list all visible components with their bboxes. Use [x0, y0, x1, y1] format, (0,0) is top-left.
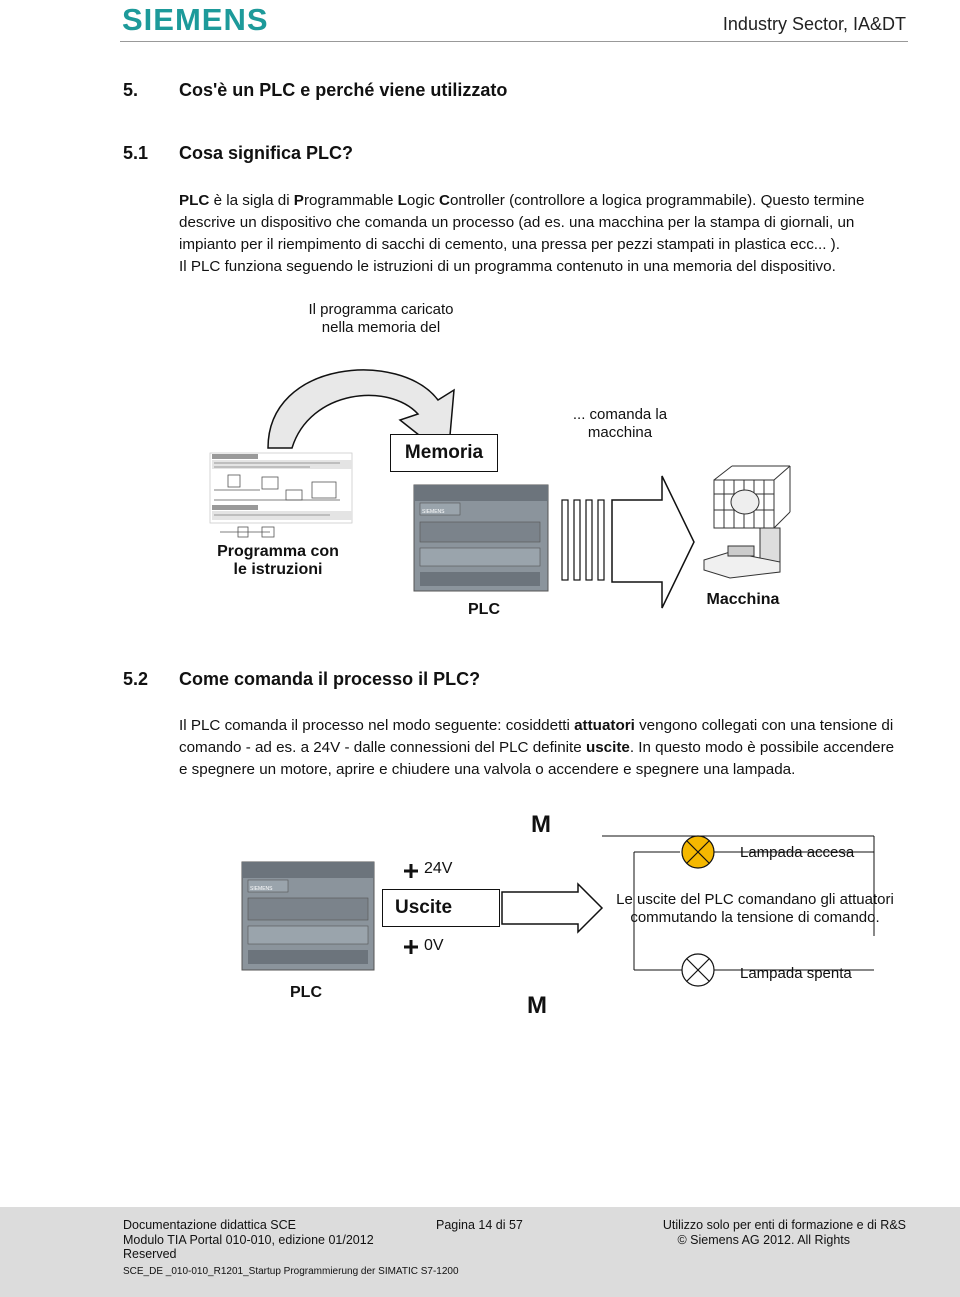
heading-section-5-2: 5.2 Come comanda il processo il PLC?: [123, 669, 480, 690]
plc-outputs-diagram: SIEMENS: [241, 835, 875, 987]
plc-overview-diagram: SIEMENS: [209, 369, 791, 609]
letter-p: P: [293, 192, 304, 209]
plc-label: PLC: [290, 984, 322, 1001]
text-run: è la sigla di: [209, 192, 294, 209]
plc-program-paragraph: Il PLC funziona seguendo le istruzioni d…: [179, 258, 836, 275]
section-title: Come comanda il processo il PLC?: [179, 669, 481, 689]
machine-icon: [703, 465, 791, 579]
memory-box: Memoria: [390, 434, 498, 472]
program-screenshot: [209, 452, 353, 538]
wires: [602, 835, 875, 971]
page-footer: Documentazione didattica SCE Pagina 14 d…: [0, 1207, 960, 1297]
curved-arrow-icon: [267, 369, 455, 460]
label-line: nella memoria del: [321, 319, 441, 336]
heading-section-5-1: 5.1 Cosa significa PLC?: [123, 143, 353, 164]
svg-text:SIEMENS: SIEMENS: [250, 886, 273, 892]
right-arrow-icon: [611, 475, 695, 609]
plc-label: PLC: [468, 601, 500, 618]
section-number: 5.1: [123, 143, 149, 163]
footer-page-number: Pagina 14 di 57: [436, 1218, 523, 1232]
outputs-box: Uscite: [382, 889, 500, 927]
lamp-on-icon: [681, 835, 715, 869]
machine-label: Macchina: [706, 591, 780, 608]
signal-bars: [561, 499, 605, 581]
commands-machine-label: ... comanda la macchina: [560, 406, 680, 442]
label-line: le istruzioni: [233, 561, 323, 578]
text-run: ogic: [406, 192, 440, 209]
heading-section-5: 5. Cos'è un PLC e perché viene utilizzato: [123, 80, 507, 101]
footer-copyright: © Siemens AG 2012. All Rights: [677, 1233, 851, 1247]
plc-control-paragraph: Il PLC comanda il processo nel modo segu…: [179, 715, 904, 781]
header-division: Industry Sector, IA&DT: [722, 14, 906, 34]
ground-m-top: M: [531, 811, 551, 838]
svg-text:SIEMENS: SIEMENS: [422, 509, 445, 515]
label-line: commutando la tensione di comando.: [630, 909, 880, 926]
text-run: Il PLC comanda il processo nel modo segu…: [179, 717, 575, 734]
lamp-off-label: Lampada spenta: [740, 965, 852, 982]
right-arrow-icon: [501, 882, 604, 934]
program-instructions-label: Programma con le istruzioni: [206, 543, 350, 579]
plc-device-icon: SIEMENS: [413, 484, 549, 592]
plus-icon: [404, 940, 418, 954]
footer-usage-note: Utilizzo solo per enti di formazione e d…: [662, 1218, 906, 1232]
term-uscite: uscite: [585, 739, 630, 756]
voltage-24v: 24V: [424, 860, 453, 877]
plc-definition-paragraph: PLC è la sigla di Programmable Logic Con…: [179, 190, 904, 256]
text-run: ontroller (controllore a logica programm…: [179, 192, 865, 253]
section-title: Cos'è un PLC e perché viene utilizzato: [179, 80, 508, 100]
text-run: rogrammable: [303, 192, 398, 209]
header-divider: [120, 41, 908, 42]
footer-reserved: Reserved: [123, 1247, 177, 1261]
footer-doc-title: Documentazione didattica SCE: [123, 1218, 297, 1232]
program-loaded-label: Il programma caricato nella memoria del: [298, 301, 464, 337]
plus-icon: [404, 864, 418, 878]
label-line: Programma con: [217, 543, 339, 560]
letter-c: C: [439, 192, 450, 209]
label-line: ... comanda la: [572, 406, 668, 423]
footer-module: Modulo TIA Portal 010-010, edizione 01/2…: [123, 1233, 374, 1247]
label-line: Il programma caricato: [308, 301, 454, 318]
term-attuatori: attuatori: [574, 717, 635, 734]
letter-l: L: [397, 192, 407, 209]
section-number: 5.: [123, 80, 139, 100]
siemens-logo: SIEMENS: [122, 2, 269, 37]
plc-abbr: PLC: [179, 192, 210, 209]
label-line: macchina: [587, 424, 653, 441]
ground-m-bottom: M: [527, 992, 547, 1019]
lamp-on-label: Lampada accesa: [740, 844, 855, 861]
text-run: vengono collegati con una tensione di co…: [179, 717, 894, 756]
plc-device-icon: SIEMENS: [241, 861, 375, 971]
voltage-0v: 0V: [424, 937, 444, 954]
outputs-description: Le uscite del PLC comandano gli attuator…: [600, 891, 910, 927]
lamp-off-icon: [681, 953, 715, 987]
label-line: Le uscite del PLC comandano gli attuator…: [616, 891, 894, 908]
section-number: 5.2: [123, 669, 149, 689]
section-title: Cosa significa PLC?: [179, 143, 354, 163]
footer-filename: SCE_DE _010-010_R1201_Startup Programmie…: [123, 1266, 459, 1277]
text-run: . In questo modo è possibile accendere e…: [179, 739, 895, 778]
